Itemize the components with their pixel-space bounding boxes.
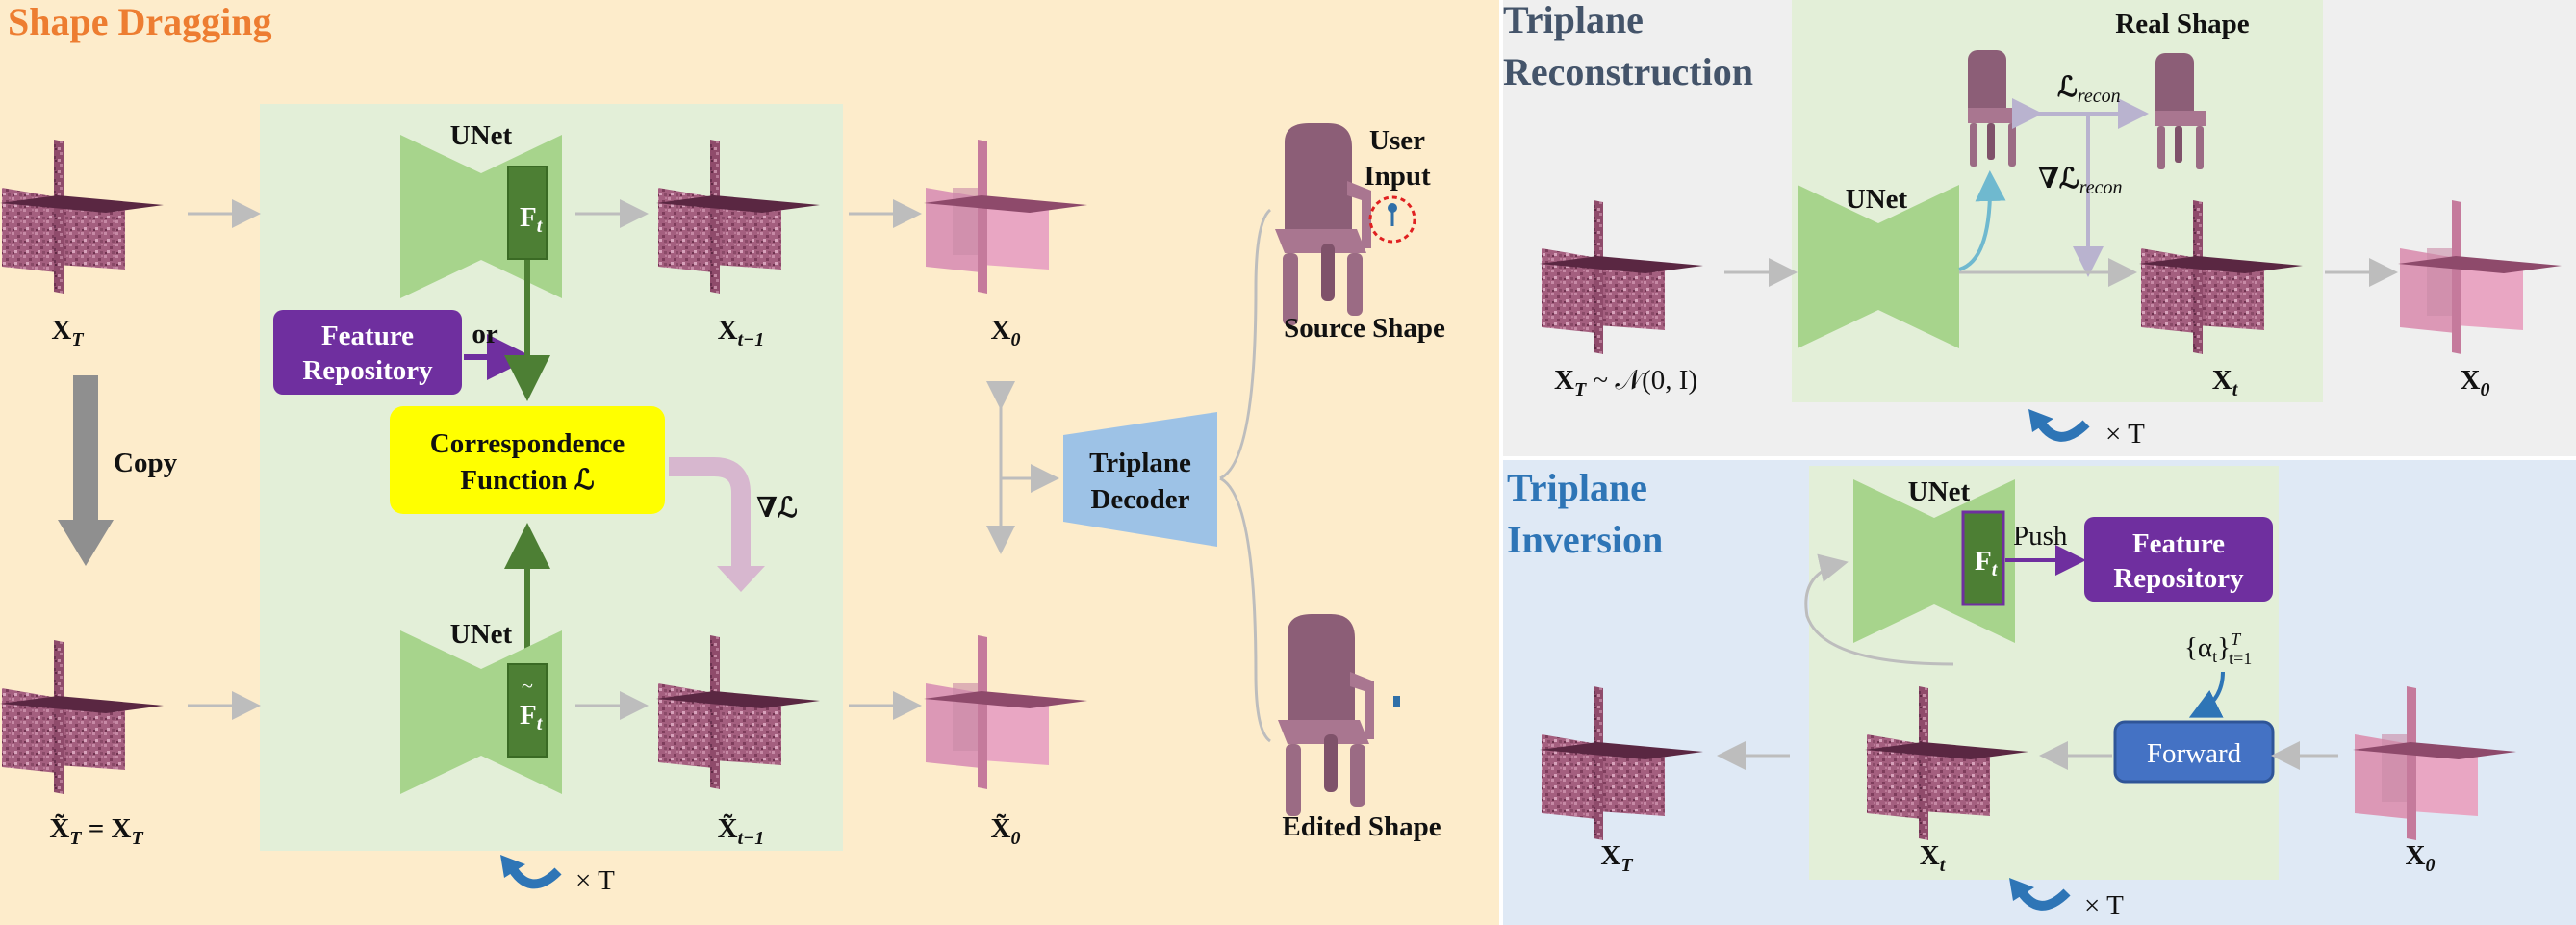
svg-text:Repository: Repository bbox=[302, 355, 433, 386]
svg-text:Input: Input bbox=[1364, 161, 1431, 192]
svg-text:Ft: Ft bbox=[1975, 546, 1999, 580]
real-shape-label: Real Shape bbox=[2115, 9, 2250, 39]
svg-text:UNet: UNet bbox=[1846, 184, 1908, 215]
svg-text:Feature: Feature bbox=[2132, 528, 2225, 559]
triplane-decoder bbox=[1063, 412, 1217, 547]
svg-text:User: User bbox=[1369, 125, 1425, 156]
svg-text:Reconstruction: Reconstruction bbox=[1503, 50, 1753, 93]
svg-text:Forward: Forward bbox=[2147, 738, 2242, 769]
copy-arrow bbox=[58, 520, 114, 566]
svg-text:Xt: Xt bbox=[2212, 365, 2239, 400]
svg-text:XT ~ 𝒩(0, I): XT ~ 𝒩(0, I) bbox=[1554, 365, 1697, 400]
svg-text:X̃t−1: X̃t−1 bbox=[718, 813, 765, 849]
copy-label: Copy bbox=[114, 448, 178, 478]
svg-text:Function ℒ: Function ℒ bbox=[460, 465, 594, 496]
svg-text:Triplane: Triplane bbox=[1503, 0, 1644, 41]
svg-text:Correspondence: Correspondence bbox=[430, 428, 625, 459]
unet-bottom-label: UNet bbox=[450, 619, 513, 650]
svg-text:~: ~ bbox=[522, 674, 533, 698]
svg-text:Triplane: Triplane bbox=[1089, 448, 1191, 478]
label-x-T: X bbox=[51, 315, 71, 346]
svg-text:Repository: Repository bbox=[2113, 563, 2244, 594]
label-x-0: X bbox=[991, 315, 1011, 346]
source-shape-label: Source Shape bbox=[1284, 313, 1445, 344]
svg-text:Feature: Feature bbox=[321, 321, 414, 351]
unet-top-label: UNet bbox=[450, 120, 513, 151]
svg-text:Xt−1: Xt−1 bbox=[718, 315, 765, 350]
svg-text:X̃T = XT: X̃T = XT bbox=[49, 813, 143, 849]
svg-text:Inversion: Inversion bbox=[1507, 518, 1663, 561]
push-label: Push bbox=[2013, 521, 2068, 552]
or-label: or bbox=[472, 319, 498, 349]
svg-text:Decoder: Decoder bbox=[1090, 484, 1189, 515]
svg-text:∇ℒrecon: ∇ℒrecon bbox=[2038, 164, 2123, 198]
drag-times-T: × T bbox=[575, 865, 615, 896]
svg-text:ℒrecon: ℒrecon bbox=[2057, 72, 2121, 107]
svg-text:Ft: Ft bbox=[520, 202, 544, 237]
edited-shape-label: Edited Shape bbox=[1282, 811, 1441, 842]
svg-text:X0: X0 bbox=[2461, 365, 2490, 400]
feature-F-t-tilde bbox=[507, 663, 548, 758]
svg-text:X̃0: X̃0 bbox=[991, 813, 1021, 849]
svg-text:XT: XT bbox=[51, 315, 84, 350]
recon-box bbox=[1792, 0, 2323, 402]
feature-repository-inv bbox=[2084, 517, 2273, 602]
svg-text:XT: XT bbox=[1600, 840, 1633, 876]
user-input-marker bbox=[1368, 195, 1416, 244]
correspondence-function bbox=[390, 406, 665, 514]
inv-feature-F-t bbox=[1961, 510, 2005, 606]
svg-text:X0: X0 bbox=[991, 315, 1021, 350]
svg-text:Xt: Xt bbox=[1920, 840, 1947, 876]
grad-L-label: ∇ℒ bbox=[756, 493, 798, 524]
feature-F-t bbox=[507, 166, 548, 260]
svg-text:Ft: Ft bbox=[520, 700, 544, 734]
drag-title: Shape Dragging bbox=[8, 0, 272, 43]
label-x-t-1: X bbox=[718, 315, 738, 346]
feature-repository-drag bbox=[273, 310, 462, 395]
svg-text:× T: × T bbox=[2084, 890, 2124, 921]
svg-text:× T: × T bbox=[2105, 419, 2145, 450]
svg-text:UNet: UNet bbox=[1908, 476, 1971, 507]
svg-text:X0: X0 bbox=[2406, 840, 2436, 876]
svg-text:Triplane: Triplane bbox=[1507, 466, 1647, 509]
